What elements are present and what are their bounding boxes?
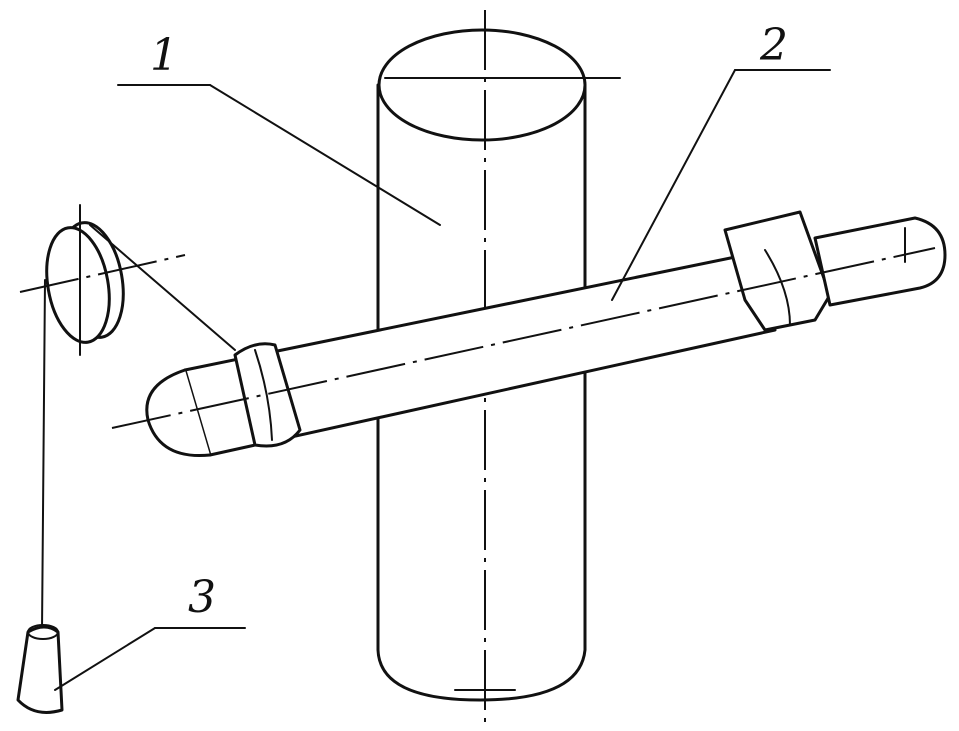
weight-top bbox=[27, 624, 59, 640]
pulley-front-face bbox=[45, 226, 111, 344]
callout-1: 1 bbox=[117, 30, 441, 226]
arm-right-end-plate bbox=[813, 216, 947, 307]
part-label-1: 1 bbox=[150, 30, 178, 81]
callout-3-leader bbox=[54, 627, 156, 691]
column-top-ellipse bbox=[377, 28, 587, 142]
pulley-horizontal-axis bbox=[19, 254, 186, 293]
weight-body bbox=[16, 625, 64, 714]
pulley bbox=[19, 204, 186, 356]
arm-rod-body bbox=[183, 253, 777, 457]
callout-2: 2 bbox=[611, 20, 831, 301]
horizontal-arm bbox=[111, 210, 947, 458]
callout-1-leader bbox=[209, 84, 441, 226]
cable-upper bbox=[89, 224, 236, 351]
arm-left-collar-groove bbox=[254, 349, 273, 441]
part-label-3: 3 bbox=[188, 572, 216, 623]
part-label-2: 2 bbox=[759, 20, 788, 71]
hanging-weight bbox=[16, 624, 64, 714]
arm-right-nut-edge bbox=[764, 249, 791, 326]
callout-3: 3 bbox=[54, 572, 246, 691]
callout-2-leader bbox=[611, 69, 736, 301]
arm-center-axis bbox=[111, 247, 936, 429]
cable-vertical bbox=[41, 279, 46, 631]
